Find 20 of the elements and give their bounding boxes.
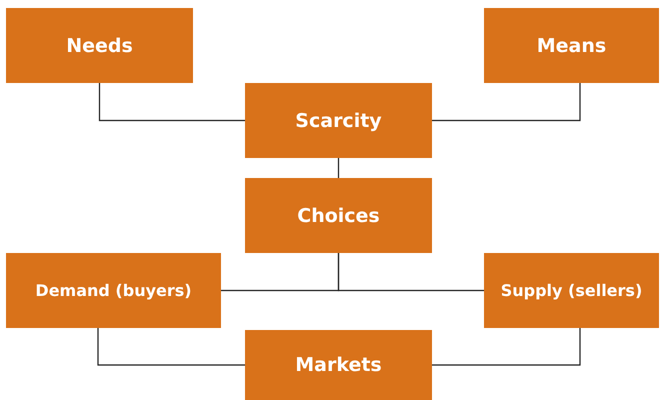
process-box [484, 253, 659, 328]
box-label: Choices [297, 204, 380, 226]
connector-line [432, 83, 581, 122]
box-label: Means [536, 34, 606, 56]
connector-line [432, 328, 581, 366]
box-label: Supply (sellers) [500, 281, 642, 300]
box-label: Scarcity [295, 110, 382, 132]
box-label: Needs [66, 34, 133, 56]
process-box [6, 8, 193, 83]
connector-line [338, 253, 484, 292]
process-box [245, 178, 432, 253]
box-label: Demand (buyers) [35, 281, 192, 300]
connector-line [338, 158, 340, 178]
process-box [245, 330, 432, 400]
box-label: Markets [295, 354, 382, 376]
connector-line [97, 328, 245, 366]
process-box [245, 83, 432, 158]
process-box [6, 253, 221, 328]
connector-line [98, 83, 245, 122]
process-box [484, 8, 659, 83]
